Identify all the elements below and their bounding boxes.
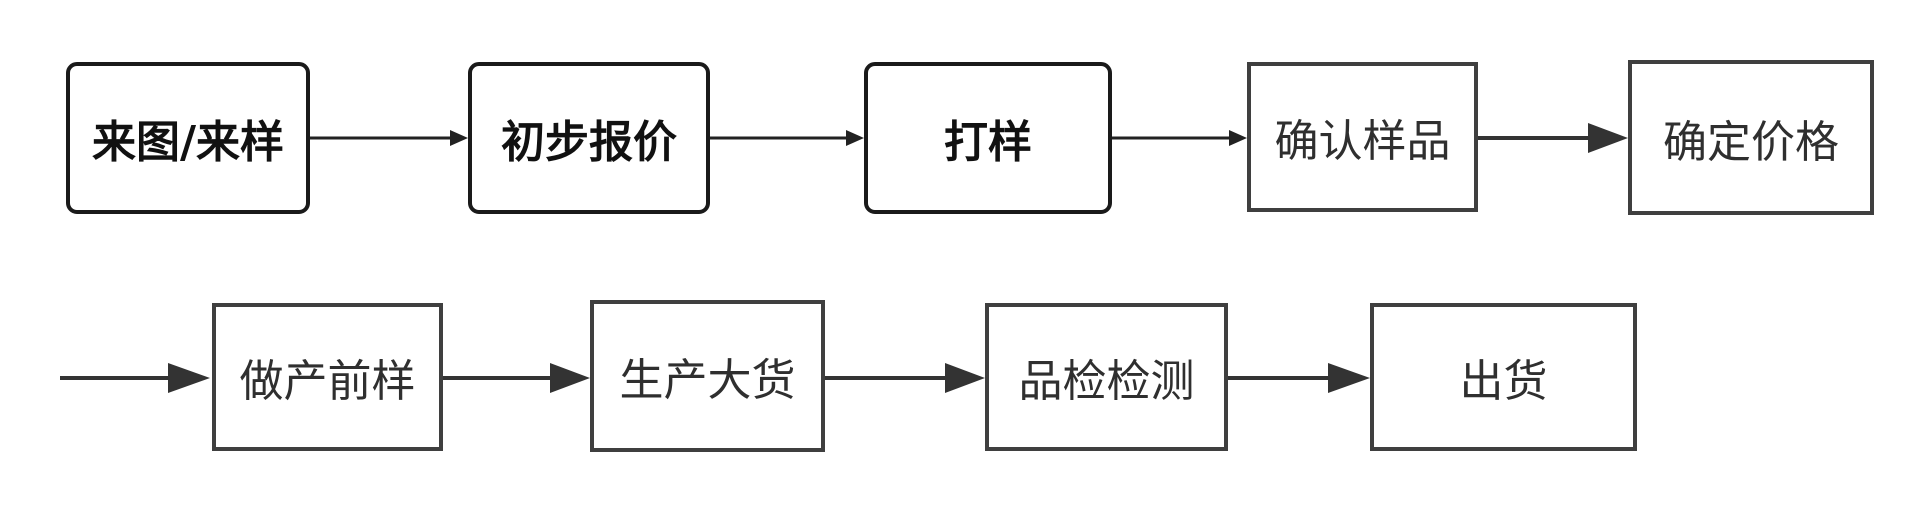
node-label: 初步报价: [501, 117, 677, 168]
node-incoming-drawings-samples: 来图/来样: [66, 62, 310, 214]
node-label: 来图/来样: [91, 117, 285, 168]
arrowhead: [945, 363, 985, 393]
node-proofing: 打样: [864, 62, 1112, 214]
node-label: 生产大货: [619, 355, 796, 406]
node-label: 品检检测: [1018, 356, 1195, 407]
arrowhead: [846, 130, 864, 146]
node-label: 打样: [944, 117, 1032, 168]
node-confirm-samples: 确认样品: [1247, 62, 1478, 212]
node-mass-production: 生产大货: [590, 300, 825, 452]
arrowhead: [168, 363, 210, 393]
node-shipment: 出货: [1370, 303, 1637, 451]
node-label: 确认样品: [1274, 116, 1451, 167]
arrowhead: [1229, 130, 1247, 146]
node-label: 做产前样: [239, 356, 416, 407]
arrowhead: [1328, 363, 1370, 393]
node-quality-inspection: 品检检测: [985, 303, 1228, 451]
node-label: 确定价格: [1663, 116, 1839, 168]
arrowhead: [550, 363, 590, 393]
node-preliminary-quote: 初步报价: [468, 62, 710, 214]
node-pre-production-sample: 做产前样: [212, 303, 443, 451]
node-confirm-price: 确定价格: [1628, 60, 1874, 215]
arrowhead: [1588, 123, 1628, 153]
node-label: 出货: [1459, 356, 1548, 407]
arrowhead: [450, 130, 468, 146]
